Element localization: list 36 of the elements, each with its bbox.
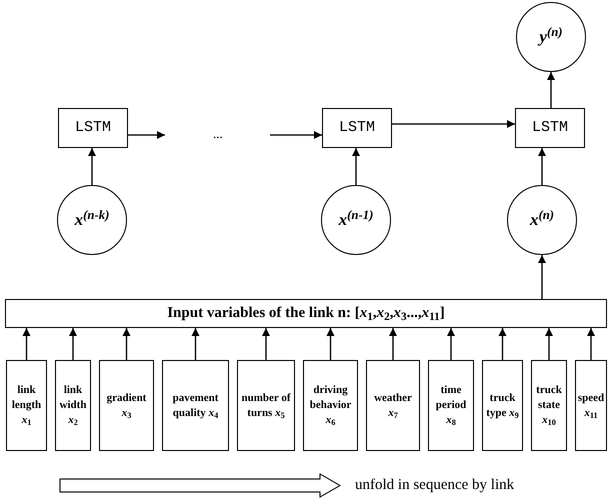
arrow [538, 255, 546, 299]
input-bar: Input variables of the link n: [x$_{1}$,x$_{2}$,x$_{3}$...,x$_{11}$] [5, 299, 607, 328]
arrow [22, 328, 30, 360]
variable-box: time period x$_{8}$ [428, 360, 474, 451]
arrow [389, 328, 397, 360]
variable-box: number of turns x$_{5}$ [237, 360, 295, 451]
arrow [128, 131, 165, 139]
ellipsis-label: ... [213, 125, 223, 143]
arrow [587, 328, 595, 360]
caption-text: unfold in sequence by link [355, 476, 514, 495]
arrow [270, 131, 322, 139]
lstm-box: LSTM [58, 108, 128, 148]
lstm-box: LSTM [515, 108, 585, 148]
variable-box: link length x$_{1}$ [6, 360, 47, 451]
arrow [447, 328, 455, 360]
arrow [69, 328, 77, 360]
variable-box: driving behavior x$_{6}$ [303, 360, 358, 451]
variable-box: gradient x$_{3}$ [99, 360, 154, 451]
variable-box: speed x$_{11}$ [575, 360, 607, 451]
arrow [192, 328, 200, 360]
lstm-box: LSTM [322, 108, 392, 148]
variable-box: pavement quality x$_{4}$ [162, 360, 229, 451]
arrow [545, 328, 553, 360]
arrow [547, 72, 555, 108]
arrow [538, 148, 546, 185]
variable-box: truck state x$_{10}$ [531, 360, 567, 451]
variable-box: link width x$_{2}$ [55, 360, 91, 451]
variable-box: truck type x$_{9}$ [482, 360, 523, 451]
variable-box: weather x$_{7}$ [366, 360, 420, 451]
arrow [352, 148, 360, 185]
arrow [88, 148, 96, 185]
arrow [262, 328, 270, 360]
arrow [122, 328, 130, 360]
arrow [392, 120, 515, 128]
arrow [498, 328, 506, 360]
arrow [326, 328, 334, 360]
